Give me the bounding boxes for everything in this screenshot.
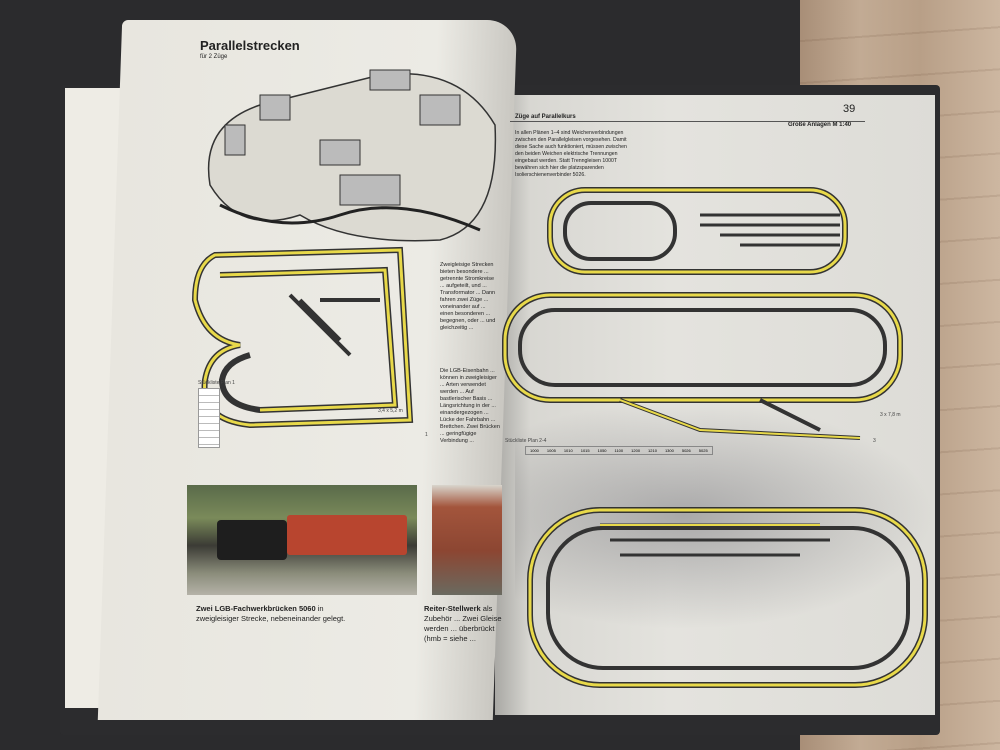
caption-1: Zwei LGB-Fachwerkbrücken 5060 in zweigle… <box>196 604 346 623</box>
photo-bridges <box>187 485 417 595</box>
parts-list-label: Stückliste Plan 1 <box>198 380 235 386</box>
page-subtitle: für 2 Züge <box>200 54 228 60</box>
page-title: Parallelstrecken <box>200 38 300 53</box>
header-rule <box>510 121 865 122</box>
photo-signal-box <box>432 485 502 595</box>
section-label: Große Anlagen M 1:40 <box>788 122 852 128</box>
track-plan-4 <box>527 507 928 688</box>
parts-list-table <box>198 388 220 448</box>
track-plan-1 <box>191 246 414 429</box>
parts-list-label-2: Stückliste Plan 2-4 <box>505 438 547 444</box>
caption-2: Reiter-Stellwerk als Zubehör ... Zwei Gl… <box>424 604 502 643</box>
layout-illustration <box>200 65 500 250</box>
text-block-2: Die LGB-Eisenbahn ... können in zweiglei… <box>440 368 500 444</box>
intro-paragraph: In allen Plänen 1–4 sind Weichenverbindu… <box>515 130 627 178</box>
track-plan-2 <box>547 187 848 275</box>
page-number: 39 <box>843 103 856 115</box>
plan-1-number: 1 <box>425 432 428 438</box>
plan-1-size: 3,4 x 5,2 m <box>378 408 403 414</box>
plan-3-size: 3 x 7,8 m <box>880 412 901 418</box>
text-block-1: Zweigleisige Strecken bieten besondere .… <box>440 262 496 331</box>
right-page <box>495 95 935 715</box>
section-header: Züge auf Parallelkurs <box>515 114 576 120</box>
track-plan-3 <box>502 292 903 440</box>
plan-3-number: 3 <box>873 438 876 444</box>
shadow <box>515 400 935 630</box>
